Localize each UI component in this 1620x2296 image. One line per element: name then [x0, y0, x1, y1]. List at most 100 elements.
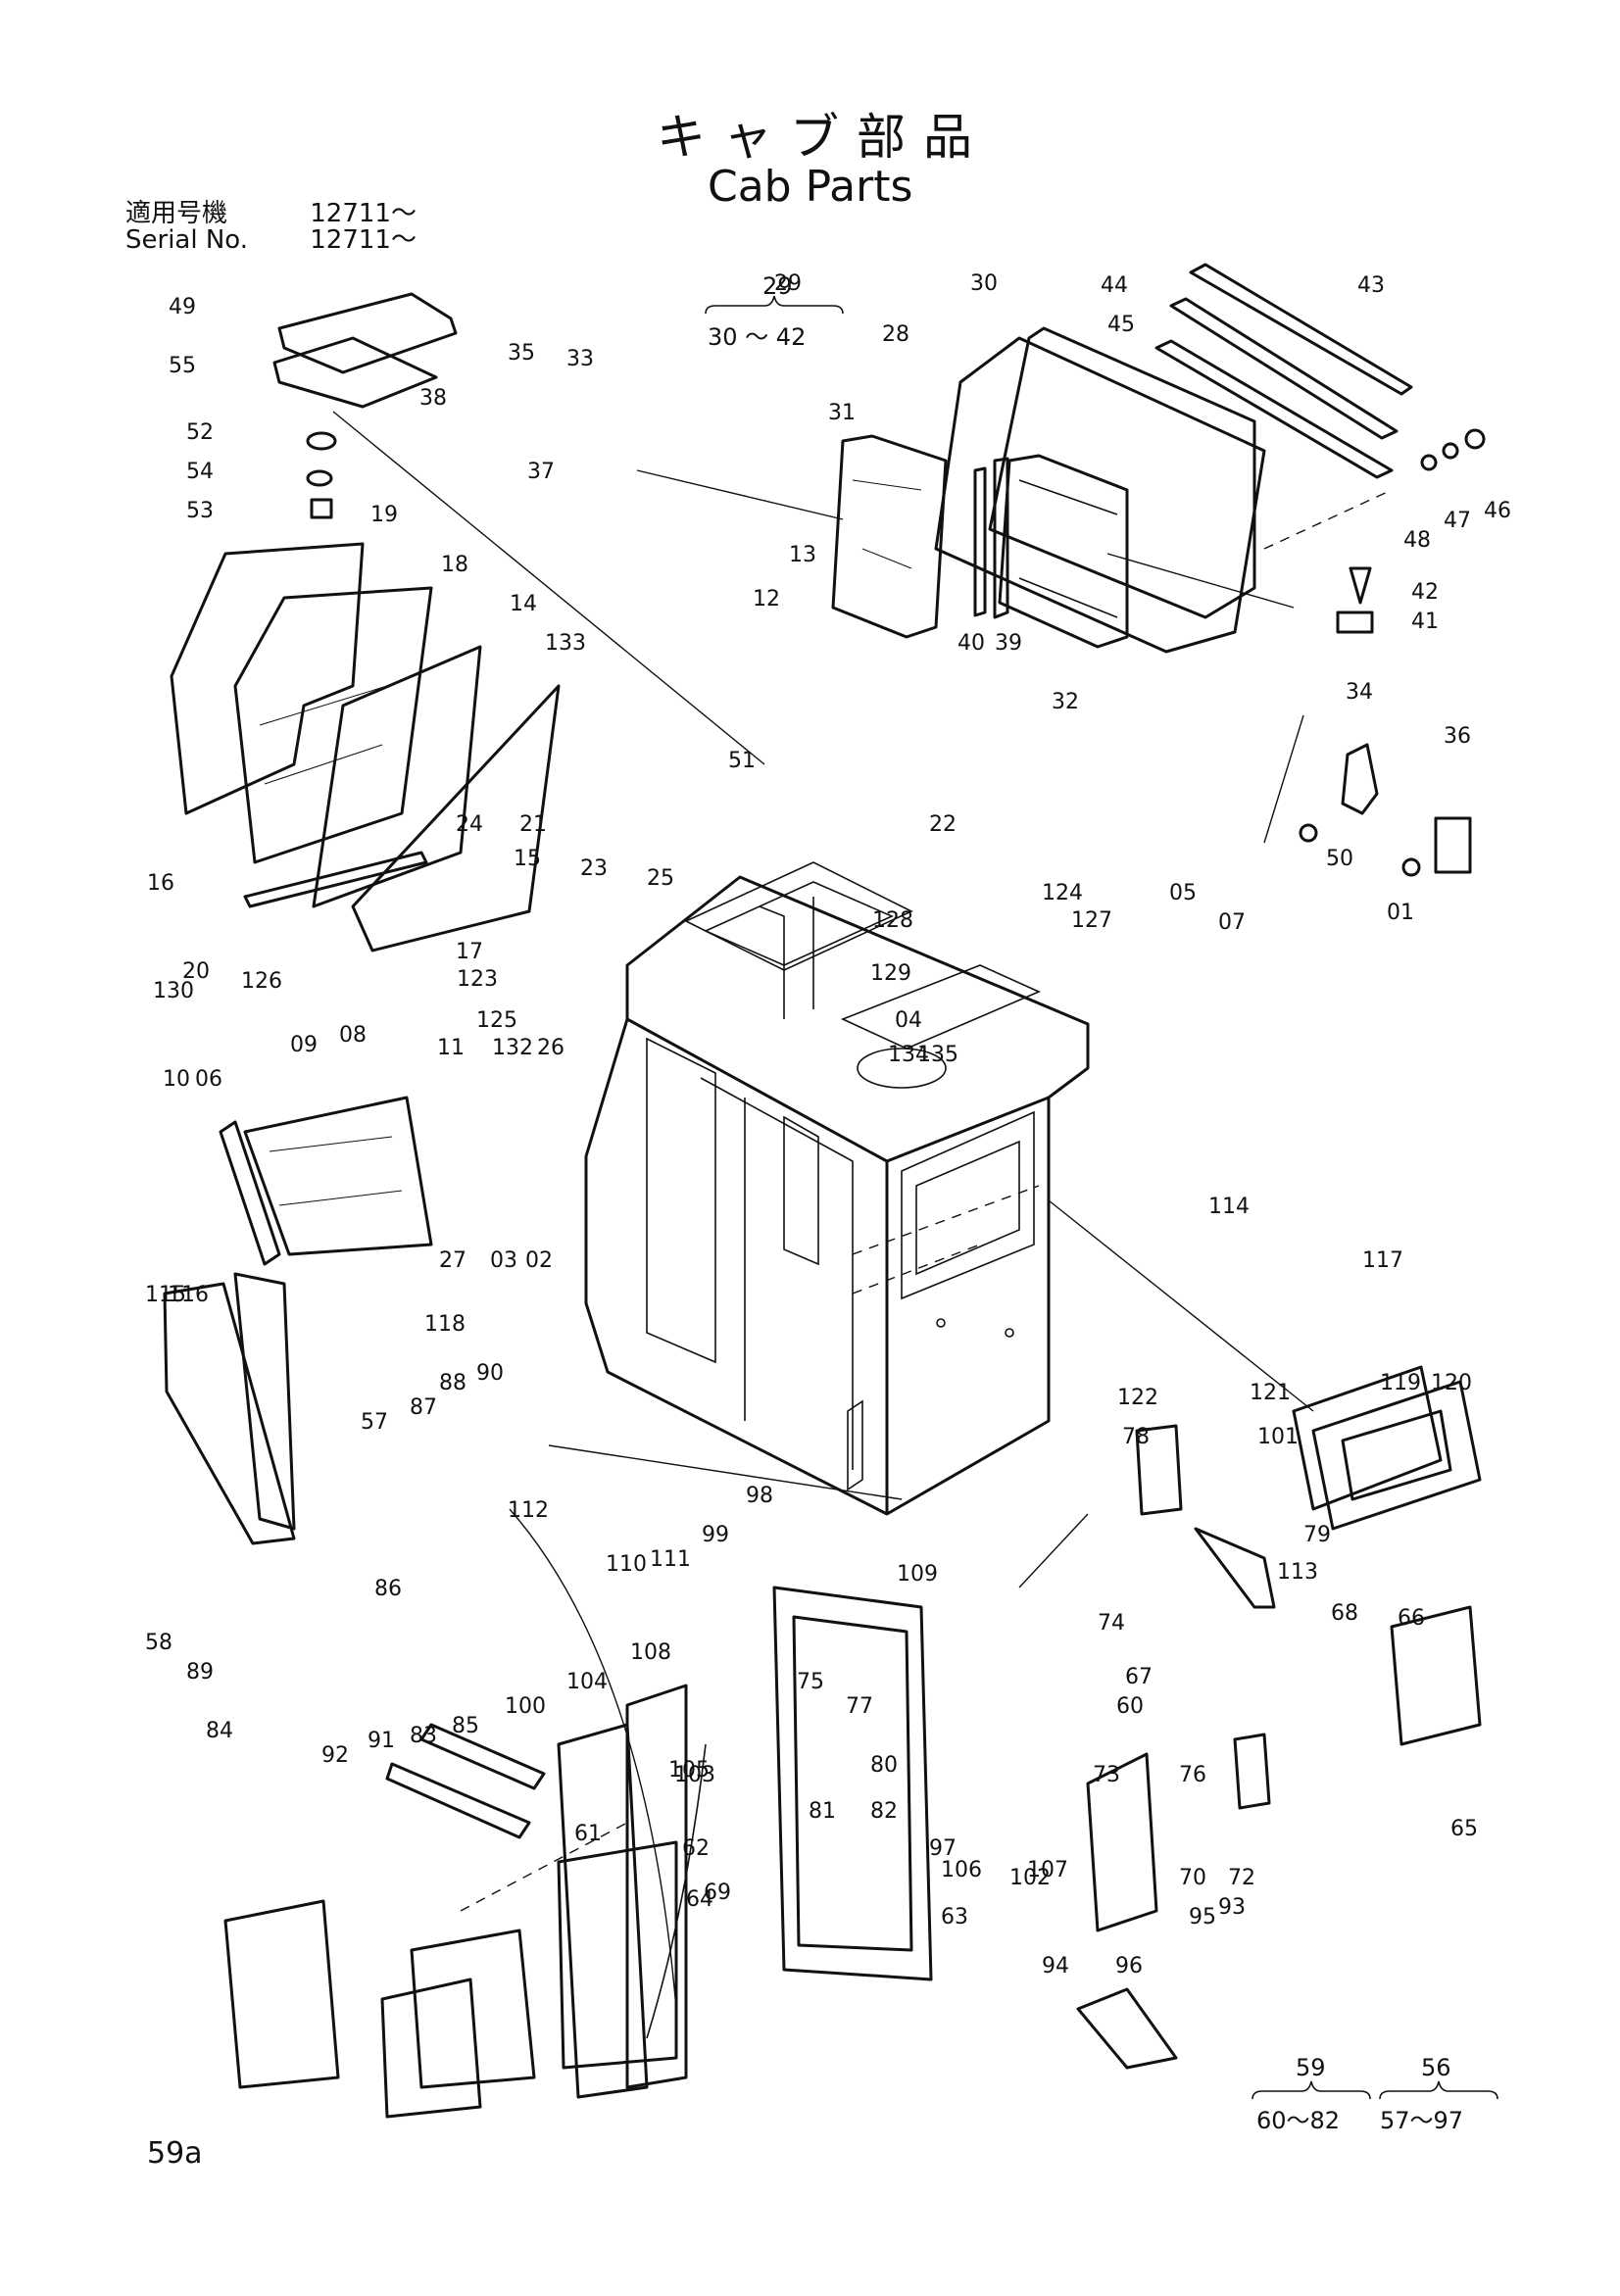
- part-callout-123: 123: [457, 967, 498, 992]
- part-callout-21: 21: [519, 812, 547, 837]
- part-callout-92: 92: [321, 1743, 349, 1768]
- group-56-id: 56: [1421, 2054, 1451, 2081]
- part-callout-65: 65: [1450, 1817, 1478, 1841]
- serial-row-ja: 適用号機 12711～: [125, 193, 417, 229]
- part-callout-86: 86: [374, 1577, 402, 1601]
- part-callout-69: 69: [704, 1881, 731, 1905]
- part-callout-51: 51: [728, 749, 756, 773]
- side-window-26-27: [1292, 1365, 1482, 1531]
- part-callout-45: 45: [1107, 313, 1135, 337]
- part-callout-128: 128: [872, 908, 913, 933]
- part-callout-53: 53: [186, 499, 214, 523]
- part-callout-97: 97: [929, 1836, 957, 1861]
- serial-label-ja: 適用号機: [125, 199, 228, 228]
- part-callout-37: 37: [527, 460, 555, 484]
- part-callout-31: 31: [828, 401, 856, 425]
- part-callout-34: 34: [1346, 680, 1373, 705]
- part-callout-104: 104: [566, 1670, 608, 1694]
- part-callout-90: 90: [476, 1361, 504, 1386]
- part-callout-63: 63: [941, 1905, 968, 1930]
- serial-label-en: Serial No.: [125, 225, 248, 255]
- part-callout-52: 52: [186, 420, 214, 445]
- part-callout-124: 124: [1042, 881, 1083, 905]
- part-callout-100: 100: [505, 1694, 546, 1719]
- part-callout-58: 58: [145, 1631, 172, 1655]
- part-callout-05: 05: [1169, 881, 1197, 905]
- door-lock-hardware: [1076, 1424, 1482, 2070]
- part-callout-115: 115: [145, 1283, 186, 1307]
- group-59-id: 59: [1296, 2054, 1326, 2081]
- part-callout-83: 83: [410, 1724, 437, 1748]
- part-callout-99: 99: [702, 1523, 729, 1547]
- part-callout-07: 07: [1218, 910, 1246, 935]
- part-callout-39: 39: [995, 631, 1022, 656]
- page-title-en: Cab Parts: [708, 162, 913, 212]
- part-callout-50: 50: [1326, 847, 1353, 871]
- serial-value-ja: 12711～: [310, 199, 417, 228]
- part-callout-120: 120: [1431, 1371, 1472, 1395]
- part-callout-70: 70: [1179, 1866, 1206, 1890]
- part-callout-01: 01: [1387, 901, 1414, 925]
- part-callout-102: 102: [1009, 1866, 1051, 1890]
- part-callout-125: 125: [476, 1008, 517, 1033]
- part-callout-98: 98: [746, 1484, 773, 1508]
- part-callout-47: 47: [1444, 509, 1471, 533]
- group-59-bracket: 59 60～82: [1252, 2054, 1371, 2134]
- part-callout-33: 33: [566, 347, 594, 371]
- right-hardware: [1263, 428, 1486, 877]
- part-callout-12: 12: [753, 587, 780, 611]
- part-callout-94: 94: [1042, 1954, 1069, 1978]
- part-callout-25: 25: [647, 866, 674, 891]
- part-callout-10: 10: [163, 1067, 190, 1092]
- page-number: 59a: [147, 2136, 203, 2171]
- part-callout-127: 127: [1071, 908, 1112, 933]
- part-callout-40: 40: [957, 631, 985, 656]
- part-callout-133: 133: [545, 631, 586, 656]
- part-callout-134: 134: [888, 1043, 929, 1067]
- part-callout-89: 89: [186, 1660, 214, 1685]
- part-callout-75: 75: [797, 1670, 824, 1694]
- part-callout-18: 18: [441, 553, 468, 577]
- part-callout-27: 27: [439, 1248, 466, 1273]
- part-callout-22: 22: [929, 812, 957, 837]
- part-callout-15: 15: [514, 847, 541, 871]
- part-callout-67: 67: [1125, 1665, 1153, 1689]
- part-callout-110: 110: [606, 1552, 647, 1577]
- part-callout-24: 24: [456, 812, 483, 837]
- group-56-range: 57～97: [1380, 2107, 1463, 2134]
- part-callout-81: 81: [809, 1799, 836, 1824]
- part-callout-79: 79: [1303, 1523, 1331, 1547]
- part-callout-112: 112: [508, 1498, 549, 1523]
- part-callout-06: 06: [195, 1067, 222, 1092]
- serial-row-en: Serial No. 12711～: [125, 220, 417, 256]
- part-callout-35: 35: [508, 341, 535, 366]
- part-callout-130: 130: [153, 979, 194, 1003]
- part-callout-106: 106: [941, 1858, 982, 1882]
- part-callout-132: 132: [492, 1036, 533, 1060]
- part-callout-03: 03: [490, 1248, 517, 1273]
- part-callout-116: 116: [168, 1283, 209, 1307]
- roof-hatch: [272, 292, 765, 765]
- part-callout-38: 38: [419, 386, 447, 411]
- part-callout-91: 91: [368, 1729, 395, 1753]
- part-callout-82: 82: [870, 1799, 898, 1824]
- part-callout-88: 88: [439, 1371, 466, 1395]
- group-56-bracket: 56 57～97: [1379, 2054, 1498, 2134]
- part-callout-117: 117: [1362, 1248, 1403, 1273]
- page-title-ja: キャブ部品: [657, 109, 990, 166]
- part-callout-36: 36: [1444, 724, 1471, 749]
- part-callout-62: 62: [682, 1836, 710, 1861]
- part-callout-57: 57: [361, 1410, 388, 1435]
- part-callout-78: 78: [1122, 1425, 1150, 1449]
- part-callout-66: 66: [1398, 1606, 1425, 1631]
- part-callout-48: 48: [1403, 528, 1431, 553]
- part-callout-60: 60: [1116, 1694, 1144, 1719]
- part-callout-84: 84: [206, 1719, 233, 1743]
- serial-value-en: 12711～: [310, 225, 417, 255]
- part-callout-17: 17: [456, 940, 483, 964]
- part-callout-95: 95: [1189, 1905, 1216, 1930]
- part-callout-108: 108: [630, 1640, 671, 1665]
